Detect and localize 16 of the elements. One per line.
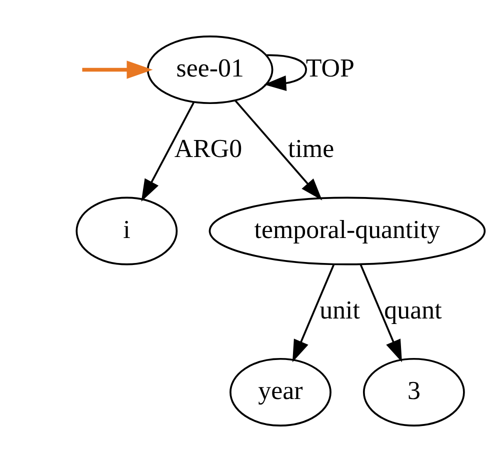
edge-label: quant bbox=[384, 294, 442, 324]
node-ellipse: year bbox=[230, 357, 332, 426]
arrow bbox=[264, 54, 307, 90]
arrow bbox=[82, 60, 153, 78]
edge-label: TOP bbox=[306, 53, 354, 82]
node-ellipse: temporal-quantity bbox=[208, 196, 486, 265]
node-ellipse: 3 bbox=[362, 357, 465, 426]
arrow bbox=[292, 264, 335, 362]
arrow bbox=[141, 102, 194, 202]
node-ellipse: i bbox=[76, 196, 178, 265]
arrow bbox=[360, 264, 402, 362]
edge-label: time bbox=[288, 134, 334, 163]
edge-label: unit bbox=[320, 294, 360, 324]
arrow bbox=[234, 99, 322, 200]
edge-label: ARG0 bbox=[174, 134, 242, 163]
node-ellipse: see-01 bbox=[146, 34, 274, 104]
